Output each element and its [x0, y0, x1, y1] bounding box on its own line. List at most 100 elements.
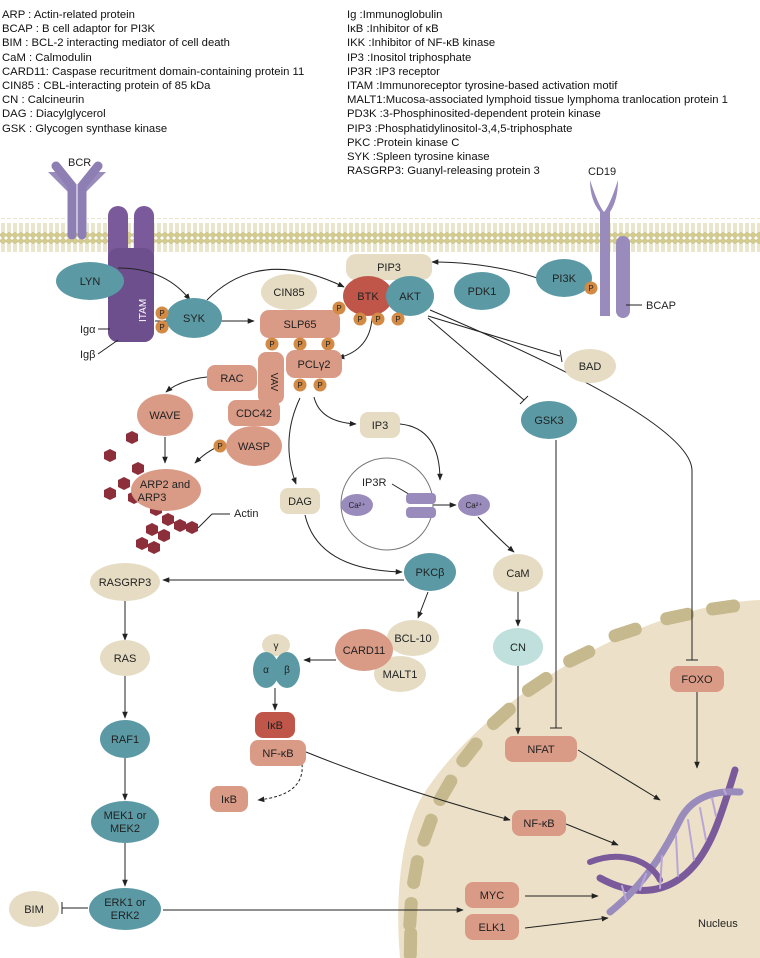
p-bcap-label: P — [588, 284, 593, 293]
ikb-label: IκB — [267, 720, 283, 732]
wasp-label: WASP — [238, 441, 270, 453]
nucleus — [398, 600, 760, 958]
cdc42-label: CDC42 — [236, 408, 272, 420]
rasgrp3-label: RASGRP3 — [99, 577, 152, 589]
legend-entry: CIN85 : CBL-interacting protein of 85 kD… — [2, 80, 211, 92]
cn-label: CN — [510, 642, 526, 654]
p-slp65-2-label: P — [297, 340, 302, 349]
gsk3-label: GSK3 — [534, 415, 563, 427]
ikk-gamma-node — [262, 634, 290, 656]
legend-entry: Ig :Immunoglobulin — [347, 9, 443, 21]
cd19-label: CD19 — [588, 166, 616, 178]
ca-cyto-label: Ca²⁺ — [465, 501, 482, 510]
p-plcg2-1-label: P — [297, 381, 302, 390]
ca-cyto-node — [458, 494, 490, 516]
wave-label: WAVE — [149, 410, 180, 422]
syk-label: SYK — [183, 313, 206, 325]
wasp-node — [226, 426, 282, 466]
bcl10-node — [387, 620, 439, 656]
wave-node — [137, 394, 193, 436]
card11-label: CARD11 — [343, 645, 386, 657]
card11-node — [335, 629, 393, 671]
p-btk-3-label: P — [375, 315, 380, 324]
legend-entry: CN : Calcineurin — [2, 94, 85, 107]
p-slp65-3-label: P — [325, 340, 330, 349]
legend-entry: MALT1:Mucosa-associated lymphoid tissue … — [347, 94, 728, 107]
lyn-label: LYN — [80, 276, 101, 288]
dna-helix — [587, 766, 744, 916]
p-lyn-2-label: P — [159, 323, 164, 332]
nfkb-node — [250, 740, 306, 766]
ig-beta-pointer — [97, 339, 119, 355]
pkcb-label: PKCβ — [416, 567, 445, 579]
p-akt-1 — [391, 312, 405, 326]
ip3r-channel-bottom — [406, 507, 436, 518]
vav-node — [258, 352, 284, 404]
cdc42-node — [228, 400, 280, 426]
bad-node — [564, 349, 616, 383]
ikb-node — [255, 712, 295, 738]
nuclear-pores — [403, 599, 741, 958]
slp65-label: SLP65 — [283, 319, 316, 331]
gsk3-node — [521, 401, 577, 439]
rasgrp3-node — [90, 563, 160, 601]
foxo-node — [670, 666, 724, 692]
p-slp65-3 — [321, 337, 335, 351]
malt1-label: MALT1 — [383, 669, 418, 681]
malt1-node — [374, 656, 426, 692]
pdk1-label: PDK1 — [468, 286, 497, 298]
arp-label-2: ARP3 — [138, 492, 167, 504]
arp-label-1: ARP2 and — [140, 479, 190, 491]
legend-entry: PKC :Protein kinase C — [347, 136, 460, 149]
p-plcg2-2-label: P — [317, 381, 322, 390]
bcr-label: BCR — [68, 157, 91, 169]
ikk-beta-label: β — [284, 665, 290, 676]
mek-label-2: MEK2 — [110, 823, 140, 835]
nfkb-nuc-node — [512, 810, 566, 836]
pi3k-label: PI3K — [552, 273, 577, 285]
cam-label: CaM — [506, 568, 529, 580]
pi3k-node — [536, 259, 592, 297]
nfat-node — [505, 736, 577, 762]
ikb-free-label: IκB — [221, 794, 237, 806]
cin85-node — [261, 274, 317, 310]
pip3-node — [346, 254, 432, 280]
ras-node — [100, 640, 150, 676]
ip3r-channel-top — [406, 493, 436, 504]
myc-node — [465, 882, 519, 908]
pkcb-node — [404, 553, 456, 591]
erk-label-1: ERK1 or — [104, 897, 146, 909]
ca-er-label: Ca²⁺ — [348, 501, 365, 510]
cd19-receptor — [590, 180, 630, 318]
lyn-node — [56, 262, 124, 300]
mek-label-1: MEK1 or — [104, 810, 147, 822]
p-wasp — [213, 439, 227, 453]
p-slp65-1-label: P — [269, 340, 274, 349]
nfkb-label: NF-κB — [262, 748, 293, 760]
actin-label: Actin — [234, 508, 258, 520]
ig-alpha-label: Igα — [80, 324, 96, 336]
dag-label: DAG — [288, 496, 312, 508]
rac-label: RAC — [220, 373, 243, 385]
p-lyn-1-label: P — [159, 309, 164, 318]
legend-entry: ARP : Actin-related protein — [2, 9, 135, 21]
actin-filaments — [104, 431, 198, 554]
p-btk-1 — [332, 301, 346, 315]
legend-entry: IκB :Inhibitor of κB — [347, 23, 439, 36]
ikb-free-node — [210, 786, 248, 812]
legend-entry: GSK : Glycogen synthase kinase — [2, 122, 168, 135]
nfkb-nuc-label: NF-κB — [523, 818, 554, 830]
legend-entry: SYK :Spleen tyrosine kinase — [347, 151, 490, 163]
p-slp65-1 — [265, 337, 279, 351]
btk-label: BTK — [357, 291, 379, 303]
slp65-node — [260, 310, 340, 338]
legend-entry: IP3R :IP3 receptor — [347, 65, 440, 78]
legend-entry: ITAM :Immunoreceptor tyrosine-based acti… — [347, 80, 618, 92]
legend-entry: BCAP : B cell adaptor for PI3K — [2, 23, 156, 36]
plcg2-label: PCLγ2 — [297, 359, 330, 371]
p-btk-2 — [353, 312, 367, 326]
raf1-node — [100, 720, 150, 758]
legend-entry: IP3 :Inositol triphosphate — [347, 51, 472, 64]
syk-node — [166, 298, 222, 338]
